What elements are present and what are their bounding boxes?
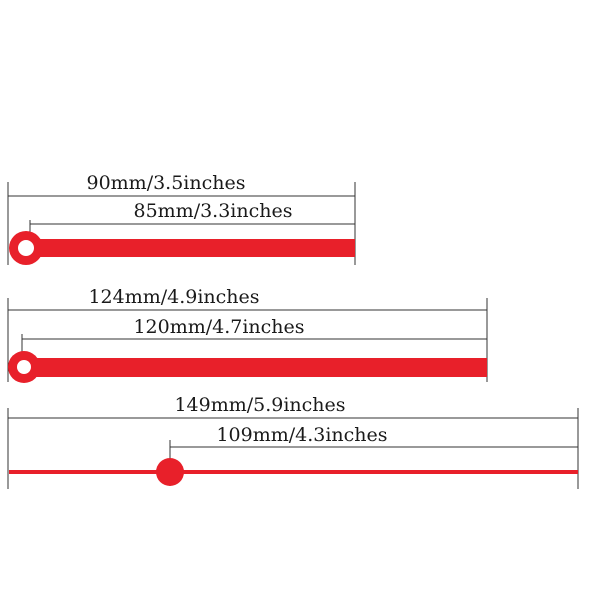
hour-hand-shaft — [28, 239, 355, 257]
minute-hand-hole — [17, 360, 31, 374]
second-hand-group: 149mm/5.9inches 109mm/4.3inches — [7, 394, 579, 489]
hour-hand-hole — [18, 240, 34, 256]
second-center-length-label: 109mm/4.3inches — [216, 424, 387, 446]
hour-overall-length-label: 90mm/3.5inches — [86, 172, 245, 194]
second-hand-hub — [156, 458, 184, 486]
minute-hand-group: 124mm/4.9inches 120mm/4.7inches — [7, 286, 488, 383]
hour-center-length-label: 85mm/3.3inches — [133, 200, 292, 222]
hour-hand-group: 90mm/3.5inches 85mm/3.3inches — [7, 172, 356, 265]
second-overall-length-label: 149mm/5.9inches — [174, 394, 345, 416]
minute-overall-length-label: 124mm/4.9inches — [88, 286, 259, 308]
minute-center-length-label: 120mm/4.7inches — [133, 316, 304, 338]
minute-hand-shaft — [24, 358, 487, 377]
second-hand-shaft — [9, 470, 578, 474]
